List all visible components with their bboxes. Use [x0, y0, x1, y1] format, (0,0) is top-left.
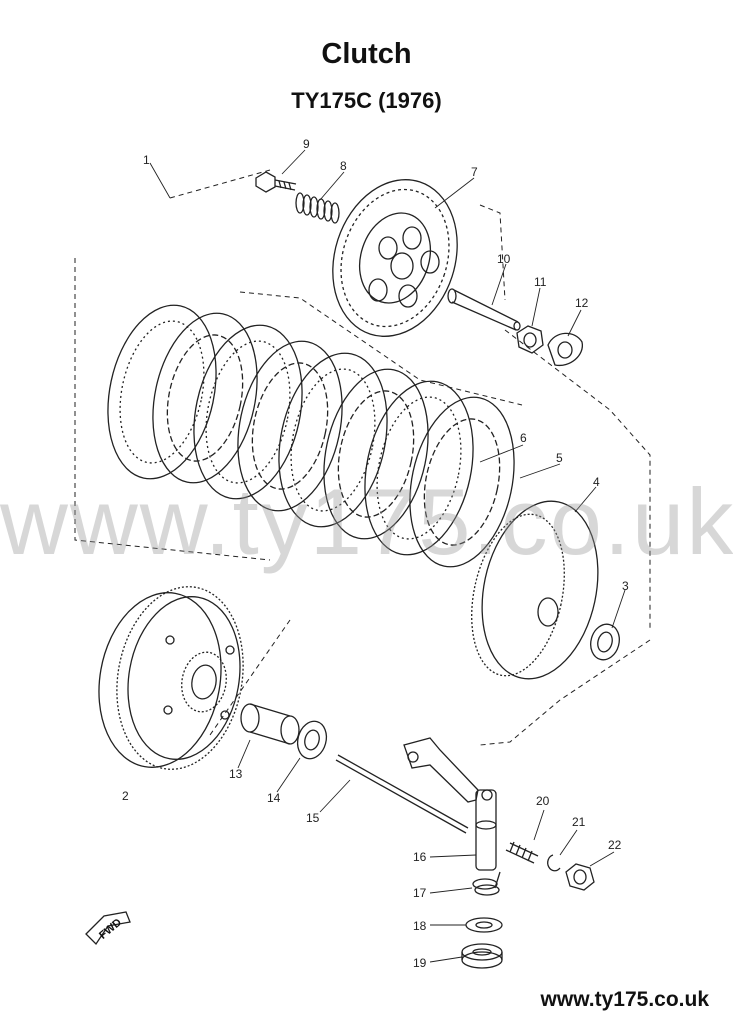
part-7-pressure-plate: [332, 179, 458, 337]
part-16-push-lever: [403, 737, 497, 871]
footer-url[interactable]: www.ty175.co.uk: [540, 988, 709, 1011]
callout-14: 14: [267, 791, 281, 805]
fwd-label: FWD: [97, 916, 124, 941]
part-8-spring: [295, 192, 340, 224]
steel-plate: [323, 368, 429, 540]
friction-plate: [107, 304, 217, 480]
callout-7: 7: [471, 165, 478, 179]
part-3-thrust-washer: [590, 623, 620, 661]
callout-1: 1: [143, 153, 150, 167]
part-15-push-rod: [335, 754, 469, 834]
fwd-arrow-icon: [85, 911, 131, 946]
callout-19: 19: [413, 956, 427, 970]
part-18-washer: [465, 917, 503, 933]
callout-22: 22: [608, 838, 622, 852]
part-20-adjust-screw: [505, 841, 539, 864]
friction-plate: [364, 380, 474, 556]
part-22-lock-nut: [565, 863, 595, 891]
steel-plate: [409, 396, 515, 568]
callout-21: 21: [572, 815, 586, 829]
callout-2: 2: [122, 789, 129, 803]
steel-plate: [152, 312, 258, 484]
callout-5: 5: [556, 451, 563, 465]
part-4-clutch-boss: [471, 500, 599, 680]
friction-plate: [278, 352, 388, 528]
callout-4: 4: [593, 475, 600, 489]
callout-8: 8: [340, 159, 347, 173]
callout-20: 20: [536, 794, 550, 808]
dashed-outline-pressure-group: [169, 169, 523, 406]
plate-stack: [107, 304, 515, 568]
callout-13: 13: [229, 767, 243, 781]
part-17-return-spring: [472, 871, 501, 896]
callout-3: 3: [622, 579, 629, 593]
callout-16: 16: [413, 850, 427, 864]
callout-17: 17: [413, 886, 427, 900]
part-12-lock-washer: [547, 332, 583, 367]
dashed-outline-plate-group: [74, 258, 651, 746]
diagram-title: Clutch: [321, 38, 412, 70]
callout-12: 12: [575, 296, 589, 310]
callout-10: 10: [497, 252, 511, 266]
callout-6: 6: [520, 431, 527, 445]
part-14-washer: [296, 720, 328, 760]
callout-9: 9: [303, 137, 310, 151]
steel-plate: [237, 340, 343, 512]
leader-lines: [149, 149, 626, 963]
friction-plate: [193, 324, 303, 500]
part-10-push-rod: [447, 288, 521, 331]
part-11-nut: [516, 325, 544, 354]
part-2-clutch-housing: [98, 586, 244, 770]
callout-18: 18: [413, 919, 427, 933]
part-13-bushing: [240, 703, 300, 745]
callout-11: 11: [534, 275, 547, 289]
part-9-bolt: [255, 171, 297, 193]
part-21-circlip: [547, 854, 561, 872]
callout-15: 15: [306, 811, 320, 825]
part-19-oil-seal: [461, 943, 503, 969]
diagram-subtitle: TY175C (1976): [291, 88, 442, 113]
